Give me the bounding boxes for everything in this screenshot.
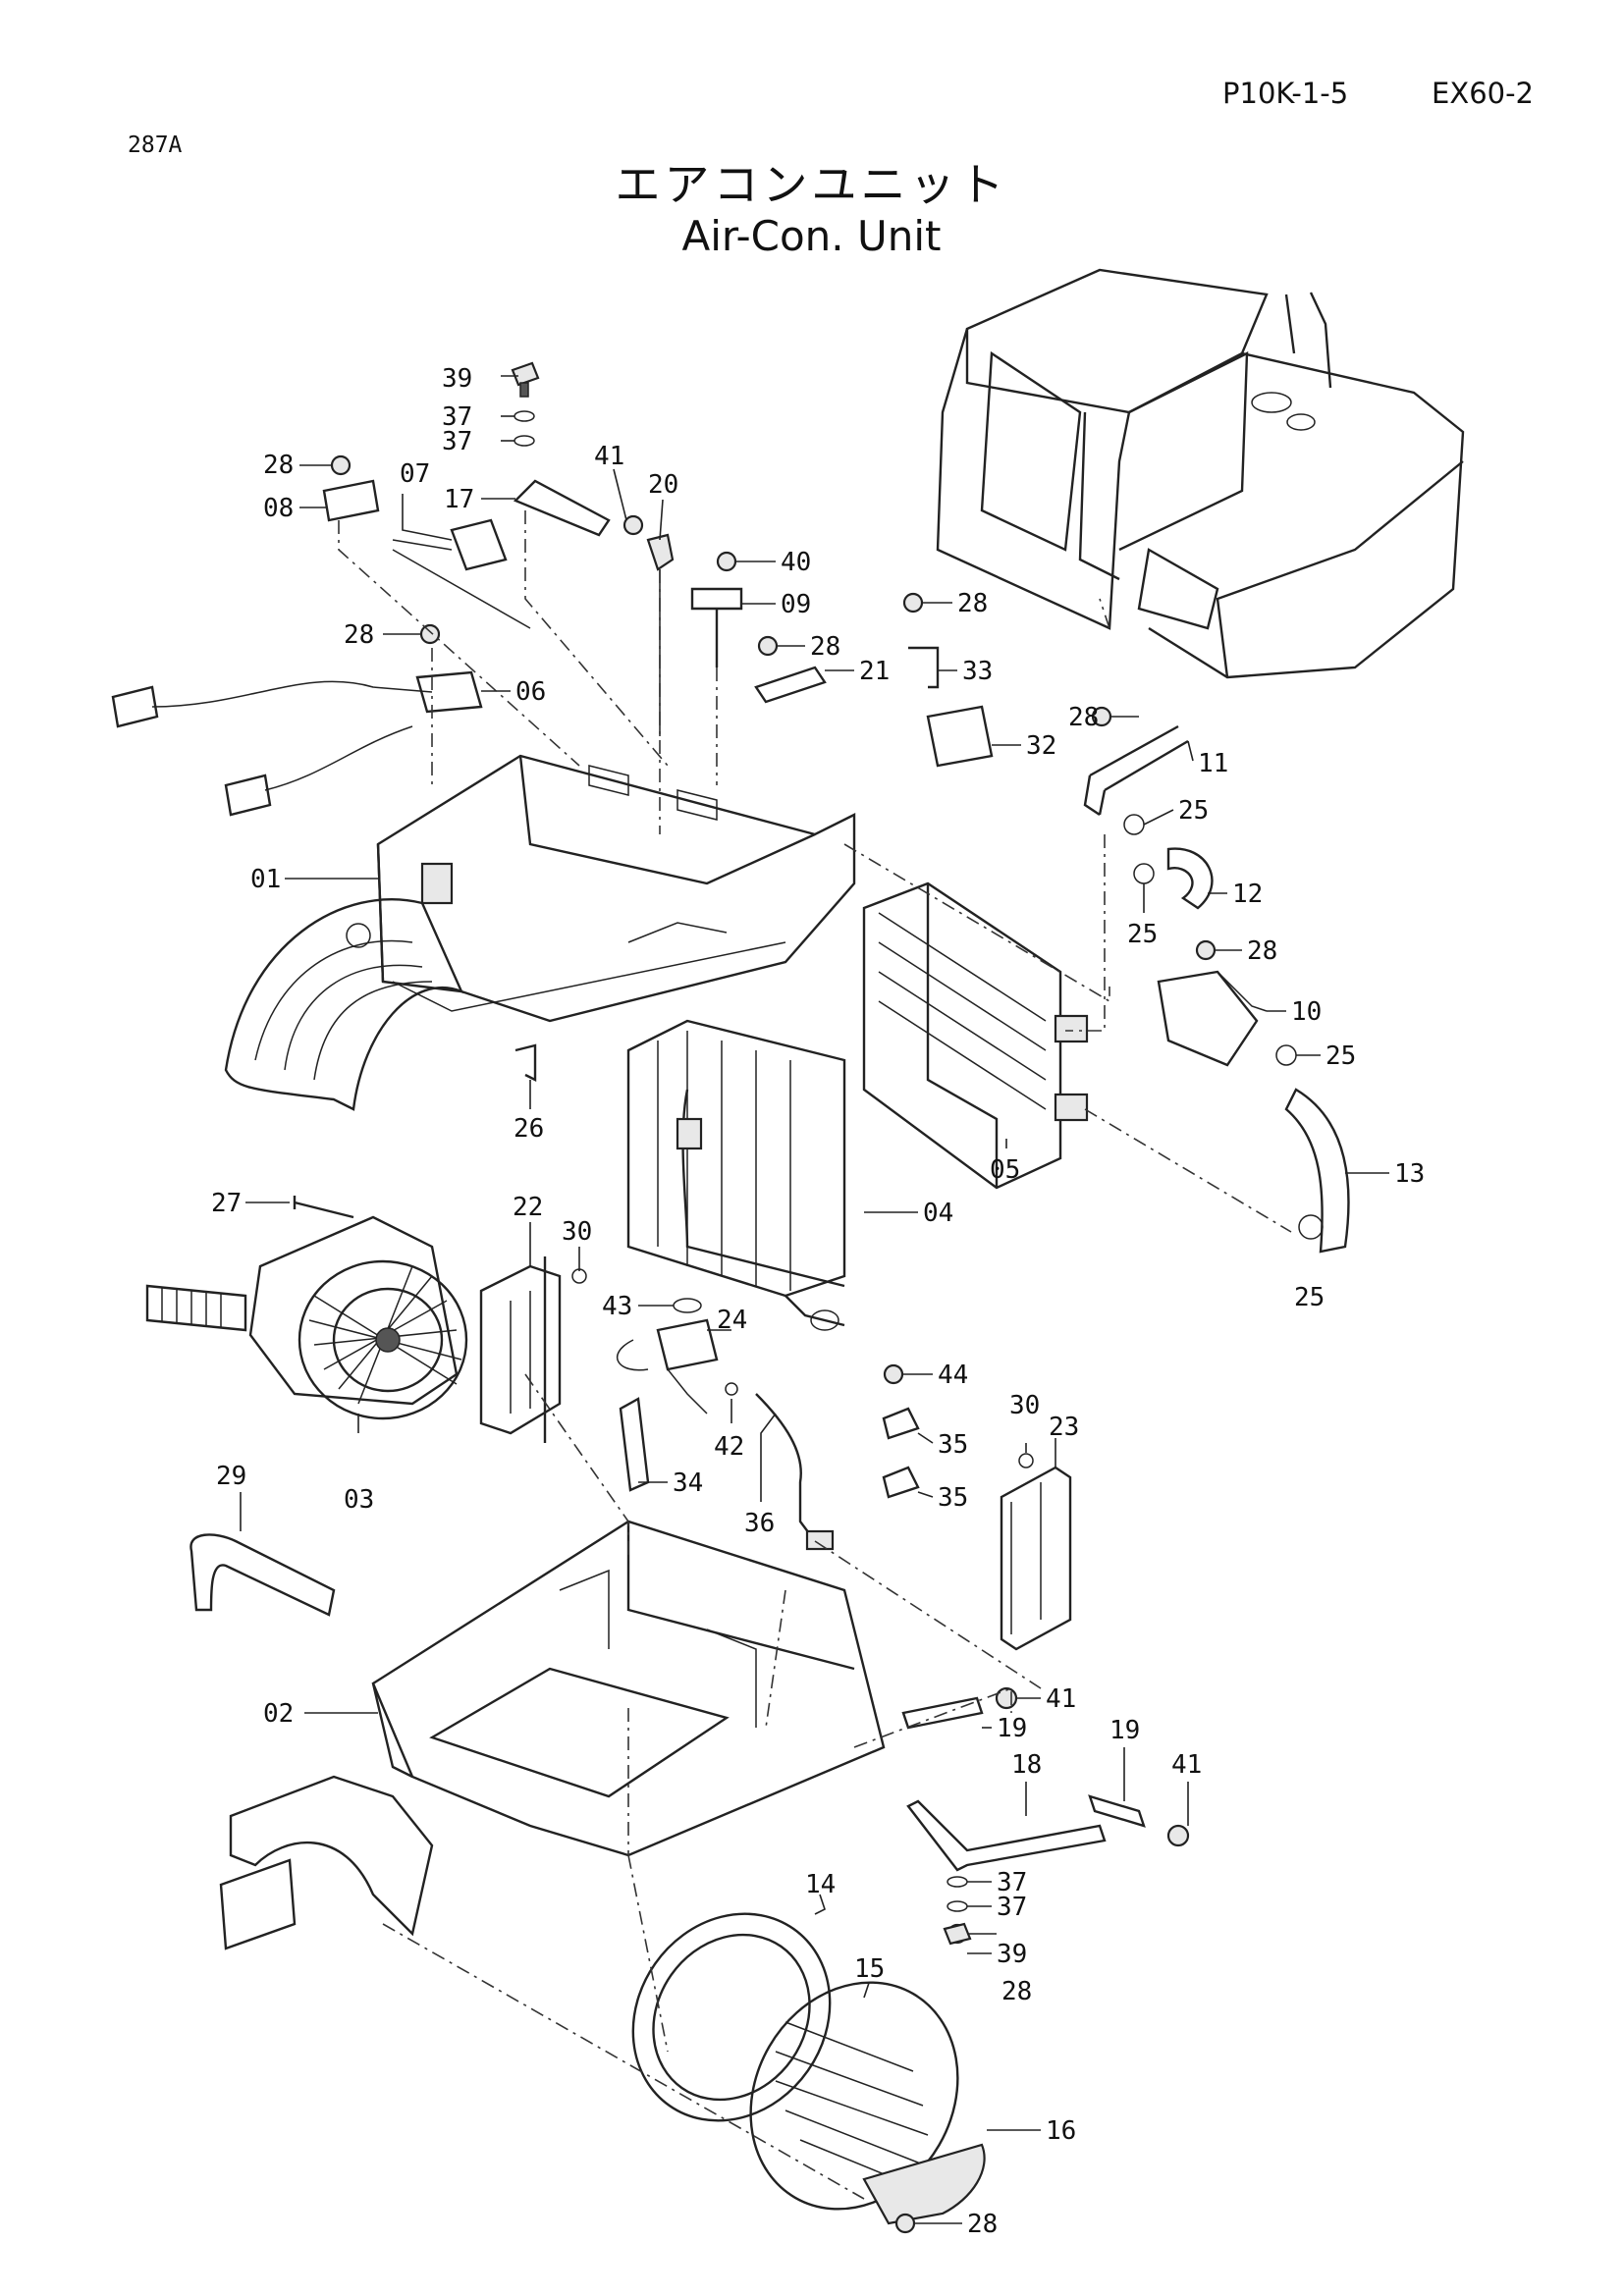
callout-07: 07: [400, 459, 430, 489]
callout-28: 28: [263, 451, 294, 480]
callout-41: 41: [1171, 1750, 1202, 1780]
callout-25: 25: [1178, 796, 1209, 826]
callout-26: 26: [514, 1114, 544, 1144]
callout-17: 17: [444, 485, 474, 514]
callout-10: 10: [1291, 997, 1322, 1027]
callout-29: 29: [216, 1462, 246, 1491]
upper-housing: [224, 754, 856, 1111]
callout-02: 02: [263, 1699, 294, 1729]
callout-labels: 39 37 37 28 08 07 17 41 20 40 09 28 28 2…: [211, 364, 1425, 2239]
callout-28: 28: [1068, 703, 1099, 732]
callout-37: 37: [997, 1893, 1027, 1922]
evaporator-core: [626, 1019, 846, 1331]
callout-01: 01: [250, 865, 281, 894]
callout-30: 30: [562, 1217, 592, 1247]
callout-24: 23: [1049, 1413, 1079, 1442]
grille-cover: [862, 2143, 986, 2225]
callout-42: 42: [714, 1432, 744, 1462]
callout-21: 21: [859, 657, 890, 686]
callout-06: 06: [515, 677, 546, 707]
callout-37: 37: [442, 402, 472, 432]
callout-19: 19: [997, 1714, 1027, 1743]
callout-27: 27: [211, 1189, 242, 1218]
callout-37: 37: [442, 427, 472, 456]
callout-32: 33: [962, 657, 993, 686]
callout-18: 18: [1011, 1750, 1042, 1780]
callout-30: 30: [1009, 1391, 1040, 1420]
callout-40: 40: [781, 548, 811, 577]
callout-05: 05: [990, 1155, 1020, 1185]
callout-28: 28: [810, 632, 840, 662]
callout-31: 32: [1026, 731, 1056, 761]
callout-41: 41: [594, 442, 624, 471]
air-filter: [479, 1256, 562, 1443]
callout-23: 22: [513, 1193, 543, 1222]
callout-41: 41: [1046, 1684, 1076, 1714]
callout-12: 12: [1232, 880, 1263, 909]
callout-08: 08: [263, 494, 294, 523]
leader-lines: [240, 375, 1389, 2224]
title-japanese: エアコンユニット: [615, 158, 1008, 211]
excavator-cab-illustration: [936, 268, 1465, 679]
callout-39: 39: [997, 1940, 1027, 1969]
lower-housing: [219, 1520, 886, 1950]
callout-34: 35: [938, 1430, 968, 1460]
callout-04: 04: [923, 1199, 953, 1228]
heater-core: [862, 881, 1089, 1190]
model-code: EX60-2: [1432, 77, 1535, 110]
callout-15: 15: [854, 1954, 885, 1984]
callout-28: 28: [957, 589, 988, 618]
callout-25: 25: [1294, 1283, 1325, 1312]
page-number: 287A: [128, 133, 183, 158]
title-english: Air-Con. Unit: [681, 212, 942, 260]
recirc-filter: [1000, 1466, 1072, 1651]
blower-fan-assembly: [145, 1215, 468, 1420]
callout-33: 34: [673, 1468, 703, 1498]
drawing-code: P10K-1-5: [1222, 77, 1349, 110]
callout-28: 28: [1001, 1977, 1032, 2006]
callout-28: 28: [967, 2210, 998, 2239]
callout-43: 43: [602, 1292, 632, 1321]
callout-20: 20: [648, 470, 678, 500]
small-parts: [111, 361, 1350, 2234]
callout-16: 16: [1046, 2116, 1076, 2146]
callout-36: 36: [744, 1509, 775, 1538]
callout-37: 37: [997, 1868, 1027, 1897]
callout-35: 35: [938, 1483, 968, 1513]
outlet-grille: [749, 1981, 959, 2211]
outlet-ring: [631, 1912, 832, 2122]
callout-03: 03: [344, 1485, 374, 1515]
callout-39: 39: [442, 364, 472, 394]
callout-14: 14: [805, 1870, 836, 1899]
callout-11: 11: [1198, 749, 1228, 778]
callout-44: 44: [938, 1361, 968, 1390]
alignment-lines: [338, 510, 1292, 2200]
callout-28: 28: [1247, 936, 1277, 966]
callout-13: 13: [1394, 1159, 1425, 1189]
callout-19: 19: [1109, 1716, 1140, 1745]
callout-22: 24: [717, 1306, 747, 1335]
callout-09: 09: [781, 590, 811, 619]
callout-25: 25: [1325, 1041, 1356, 1071]
callout-28: 28: [344, 620, 374, 650]
callout-25: 25: [1127, 920, 1158, 949]
